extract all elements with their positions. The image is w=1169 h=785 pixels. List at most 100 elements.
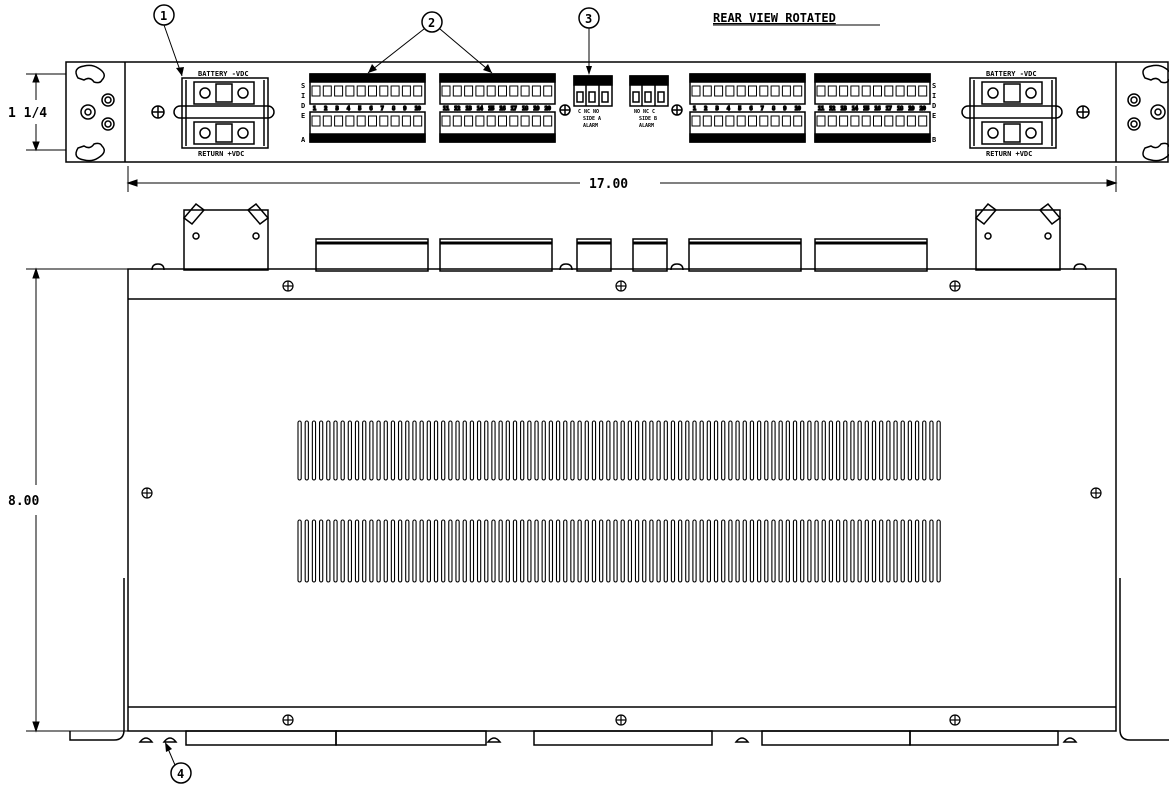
front-connector-4 <box>761 730 911 746</box>
terminal-strip-1-bottom <box>309 111 426 143</box>
fuse-number-label: 3 <box>716 106 719 112</box>
side-a-letter: S <box>301 82 305 90</box>
view-title: REAR VIEW ROTATED <box>713 11 836 25</box>
fuse-number-label: 17 <box>511 106 517 112</box>
chassis-screw <box>282 280 294 292</box>
alarm-connector-b <box>629 75 669 107</box>
fuse-number-label: 2 <box>704 106 707 112</box>
alarm-b-label: ALARM <box>639 123 654 129</box>
fuse-number-label: 12 <box>454 106 460 112</box>
standoff-2 <box>559 263 573 271</box>
alarm-a-label: ALARM <box>583 123 598 129</box>
front-standoff-3 <box>1062 737 1078 743</box>
fuse-number-label: 10 <box>415 106 421 112</box>
fuse-number-label: 5 <box>358 106 361 112</box>
callout-3: 3 <box>578 7 600 75</box>
fuse-number-label: 8 <box>772 106 775 112</box>
fuse-number-label: 1 <box>313 106 316 112</box>
standoff-3 <box>670 263 684 271</box>
left-power-terminal <box>173 77 275 149</box>
vent-slots <box>297 420 941 583</box>
front-connector-3 <box>533 730 713 746</box>
front-connector-5 <box>909 730 1059 746</box>
terminal-strip-2-bottom <box>439 111 556 143</box>
fuse-number-label: 14 <box>477 106 483 112</box>
callout-2-label: 2 <box>428 16 435 30</box>
alarm-b-side-label: SIDE B <box>639 116 657 122</box>
fuse-number-label: 8 <box>392 106 395 112</box>
side-a-letter: E <box>301 112 305 120</box>
fuse-number-label: 5 <box>738 106 741 112</box>
rear-connector-1 <box>315 238 429 272</box>
side-b-letter: I <box>932 92 936 100</box>
side-b-letter: S <box>932 82 936 90</box>
fuse-number-label: 18 <box>897 106 903 112</box>
fuse-number-label: 16 <box>875 106 881 112</box>
fuse-number-label: 12 <box>829 106 835 112</box>
height-dimension <box>26 72 66 152</box>
fuse-number-label: 16 <box>500 106 506 112</box>
callout-1-label: 1 <box>160 9 167 23</box>
fuse-number-label: 4 <box>347 106 350 112</box>
fuse-number-label: 7 <box>761 106 764 112</box>
top-left-bracket <box>182 202 270 271</box>
callout-4-label: 4 <box>177 767 184 781</box>
depth-dimension <box>26 267 128 733</box>
chassis-screw <box>141 487 153 499</box>
left-front-ear <box>69 578 125 741</box>
standoff-4 <box>1073 263 1087 271</box>
rear-screw-left <box>151 105 165 119</box>
chassis-screw <box>949 714 961 726</box>
alarm-connector-a <box>573 75 613 107</box>
side-b-letter: B <box>932 136 936 144</box>
depth-dimension-label: 8.00 <box>8 494 39 509</box>
side-a-letter: A <box>301 136 306 144</box>
top-right-bracket <box>974 202 1062 271</box>
alarm-a-side-label: SIDE A <box>583 116 601 122</box>
fuse-number-label: 11 <box>443 106 449 112</box>
right-battery-label: BATTERY -VDC <box>986 70 1037 78</box>
fuse-number-label: 9 <box>783 106 786 112</box>
fuse-number-label: 10 <box>795 106 801 112</box>
fuse-number-label: 18 <box>522 106 528 112</box>
fuse-number-label: 3 <box>336 106 339 112</box>
rear-screw-center-left <box>559 104 571 116</box>
right-return-label: RETURN +VDC <box>986 150 1032 158</box>
rear-panel-labels: BATTERY -VDC RETURN +VDC BATTERY -VDC RE… <box>198 70 1037 158</box>
chassis-screws <box>141 280 1102 726</box>
side-b-letter: E <box>932 112 936 120</box>
callout-1: 1 <box>153 4 184 77</box>
vent-row <box>297 519 941 583</box>
chassis-screw <box>282 714 294 726</box>
left-mounting-ear <box>75 64 115 162</box>
callout-3-label: 3 <box>585 12 592 26</box>
chassis-screw <box>1090 487 1102 499</box>
rear-screw-right <box>1076 105 1090 119</box>
width-dimension-label: 17.00 <box>589 177 628 192</box>
chassis-screw <box>615 280 627 292</box>
standoff-1 <box>151 263 165 271</box>
fuse-number-label: 13 <box>841 106 847 112</box>
front-connector-1 <box>185 730 337 746</box>
fuse-number-label: 9 <box>403 106 406 112</box>
fuse-number-label: 20 <box>545 106 551 112</box>
fuse-number-label: 11 <box>818 106 824 112</box>
terminal-strip-3-top <box>689 73 806 105</box>
fuse-number-label: 2 <box>324 106 327 112</box>
front-standoff-5 <box>162 737 178 743</box>
terminal-strip-4-bottom <box>814 111 931 143</box>
side-a-letter: I <box>301 92 305 100</box>
fuse-number-label: 6 <box>370 106 373 112</box>
chassis-screw <box>949 280 961 292</box>
fuse-number-label: 4 <box>727 106 730 112</box>
terminal-strip-3-bottom <box>689 111 806 143</box>
right-mounting-ear <box>1127 64 1169 162</box>
fuse-number-label: 19 <box>908 106 914 112</box>
fuse-number-label: 1 <box>693 106 696 112</box>
fuse-number-label: 20 <box>920 106 926 112</box>
rear-connector-alarm-b <box>632 238 668 272</box>
